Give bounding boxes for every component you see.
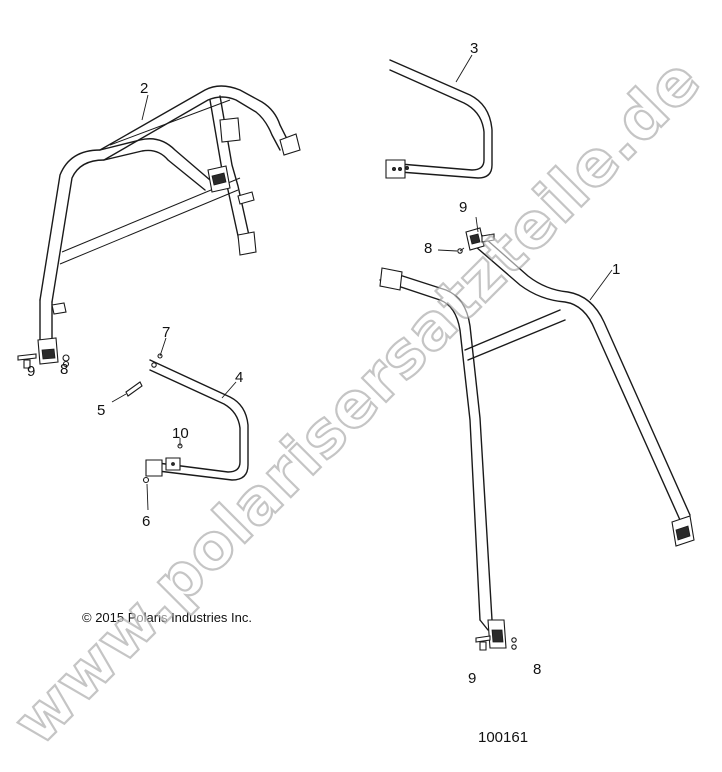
part-1-front-cage (379, 227, 695, 649)
callout-1: 1 (612, 261, 620, 278)
callouts: 2 3 1 4 7 5 10 6 9 8 9 8 9 8 (27, 40, 620, 687)
callout-6: 6 (142, 513, 150, 530)
hardware-part-1 (457, 233, 517, 651)
callout-4: 4 (235, 369, 243, 386)
callout-8-left: 8 (60, 361, 68, 378)
callout-9-top: 9 (459, 199, 467, 216)
callout-2: 2 (140, 80, 148, 97)
callout-9-left: 9 (27, 363, 35, 380)
part-2-rear-cage (37, 85, 301, 365)
part-3-rear-bar (385, 59, 493, 179)
callout-7: 7 (162, 324, 170, 341)
callout-8-bottom: 8 (533, 661, 541, 678)
hardware-part-2 (17, 353, 70, 369)
callout-5: 5 (97, 402, 105, 419)
callout-10: 10 (172, 425, 189, 442)
copyright-text: © 2015 Polaris Industries Inc. (82, 610, 252, 625)
document-number: 100161 (478, 729, 528, 746)
part-4-side-bar (145, 359, 249, 481)
leader-lines (111, 54, 613, 511)
callout-8-top: 8 (424, 240, 432, 257)
callout-3: 3 (470, 40, 478, 57)
callout-9-bottom: 9 (468, 670, 476, 687)
watermark-text: www.polarisersatzteile.de (0, 43, 714, 758)
